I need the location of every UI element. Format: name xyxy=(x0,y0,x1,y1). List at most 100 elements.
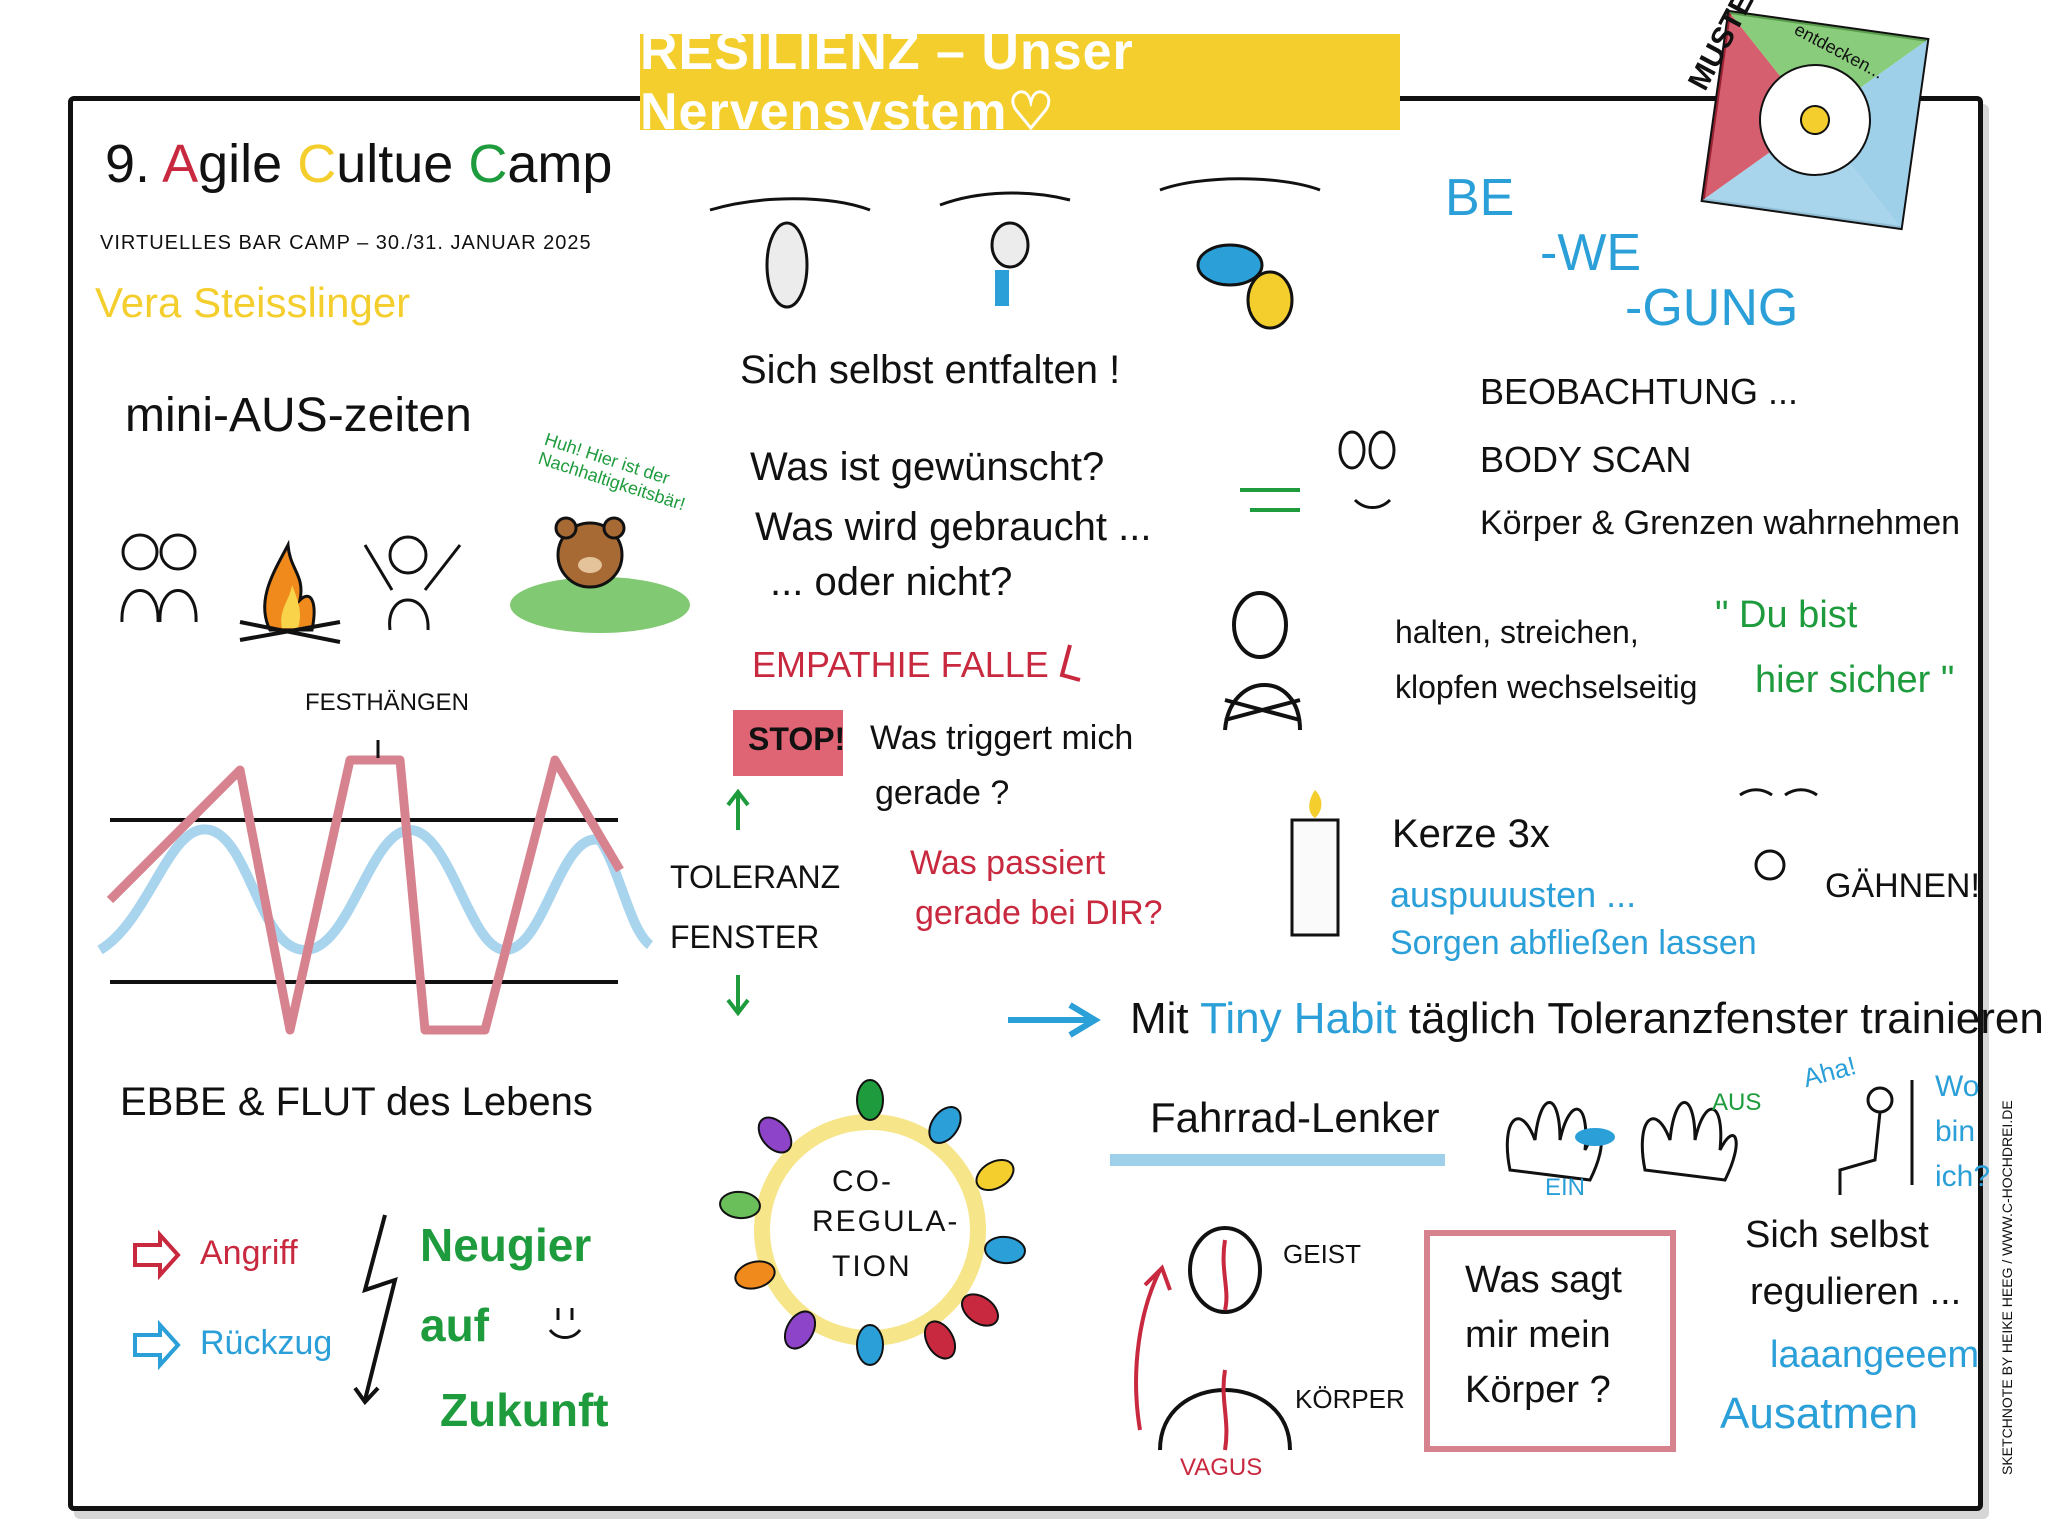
lightning-down-icon xyxy=(353,1214,398,1406)
empathie-falle-heading: EMPATHIE FALLE xyxy=(752,644,1049,685)
speaker-name: Vera Steisslinger xyxy=(95,279,411,326)
toleranz-label-1: TOLERANZ xyxy=(670,859,841,895)
bewegung-gung: -GUNG xyxy=(1625,279,1799,337)
trigger-line-1: Was triggert mich xyxy=(870,719,1134,757)
bear-icon xyxy=(510,516,690,633)
regulieren-line-1: Sich selbst xyxy=(1745,1214,1929,1256)
kerze-label: Kerze 3x xyxy=(1392,812,1550,856)
event-initial-c1: C xyxy=(297,134,337,194)
title-banner: RESILIENZ – Unser Nervensystem♡ xyxy=(640,23,1400,141)
tiny-habit-line: Mit Tiny Habit täglich Toleranzfenster t… xyxy=(1130,994,2044,1043)
vagus-label: VAGUS xyxy=(1180,1454,1263,1481)
stop-label: STOP! xyxy=(748,721,846,757)
event-title: 9. Agile Cultue Camp xyxy=(105,134,613,194)
geist-label: GEIST xyxy=(1283,1239,1362,1269)
koerper-label: KÖRPER xyxy=(1295,1384,1405,1414)
fahrrad-lenker-label: Fahrrad-Lenker xyxy=(1150,1094,1440,1141)
tiny-habit-pre: Mit xyxy=(1130,994,1189,1043)
coregulation-line-2: REGULA- xyxy=(812,1205,960,1238)
stop-box xyxy=(733,710,843,776)
butterfly-icon xyxy=(1196,243,1294,330)
outline-arrow-icon xyxy=(133,1229,181,1371)
face-icon xyxy=(1338,430,1396,509)
cheering-person-icon xyxy=(363,535,462,631)
neugier-line-2: auf xyxy=(420,1299,489,1351)
ebbe-flut-heading: EBBE & FLUT des Lebens xyxy=(120,1080,593,1124)
extreme-wave xyxy=(106,755,624,1035)
hands-icon xyxy=(1505,1101,1738,1182)
event-initial-c2: C xyxy=(468,134,508,194)
cocoon-icon xyxy=(709,177,1321,309)
wo-line-1: Wo xyxy=(1935,1070,1980,1103)
sagt-line-2: mir mein xyxy=(1465,1314,1611,1356)
sketchnote-paper xyxy=(68,96,1983,1511)
beobachtung-label: BEOBACHTUNG ... xyxy=(1480,371,1799,412)
tiny-habit-post: täglich Toleranzfenster trainieren xyxy=(1408,994,2044,1043)
arrow-right-icon xyxy=(1008,1002,1101,1038)
trigger-line-2: gerade ? xyxy=(875,774,1010,812)
event-initial-a: A xyxy=(162,134,199,194)
bewegung-we: -WE xyxy=(1540,224,1642,282)
vagus-figure-icon xyxy=(1158,1226,1292,1451)
regulieren-line-2: regulieren ... xyxy=(1750,1271,1962,1313)
hugging-person-icon xyxy=(1223,591,1302,731)
body-scan-label: BODY SCAN xyxy=(1480,439,1692,480)
regulieren-line-3: laaangeeem xyxy=(1770,1334,1980,1376)
sitting-person-icon xyxy=(1838,1080,1914,1195)
arrow-down-icon xyxy=(726,975,750,1017)
muster-flower-icon xyxy=(1700,9,1930,231)
wo-line-3: ich? xyxy=(1935,1160,1991,1193)
candle-icon xyxy=(1290,790,1340,937)
halten-line-2: klopfen wechselseitig xyxy=(1395,669,1698,705)
page-title: RESILIENZ – Unser Nervensystem♡ xyxy=(640,23,1134,141)
event-word-camp: amp xyxy=(507,134,613,194)
question-1: Was ist gewünscht? xyxy=(750,445,1105,489)
question-3: ... oder nicht? xyxy=(770,560,1013,604)
wo-line-2: bin xyxy=(1935,1115,1976,1148)
aus-label: AUS xyxy=(1712,1089,1762,1116)
exchange-arrows-icon xyxy=(1240,488,1300,512)
angriff-label: Angriff xyxy=(200,1234,298,1272)
event-subtitle: VIRTUELLES BAR CAMP – 30./31. JANUAR 202… xyxy=(100,232,592,254)
neugier-line-3: Zukunft xyxy=(440,1384,609,1436)
tiny-habit-highlight: Tiny Habit xyxy=(1200,994,1397,1043)
sicher-line-1: " Du bist xyxy=(1715,594,1858,636)
toleranz-label-2: FENSTER xyxy=(670,919,820,955)
sagt-line-1: Was sagt xyxy=(1465,1259,1622,1301)
koerper-grenzen-label: Körper & Grenzen wahrnehmen xyxy=(1480,504,1961,542)
yawning-face-icon xyxy=(1739,788,1818,881)
sicher-line-2: hier sicher " xyxy=(1755,659,1955,701)
halten-line-1: halten, streichen, xyxy=(1395,614,1639,650)
rueckzug-label: Rückzug xyxy=(200,1324,333,1362)
event-word-culture: ultue xyxy=(336,134,454,194)
auspusten-label: auspuuusten ... xyxy=(1390,874,1637,915)
entfalten-heading: Sich selbst entfalten ! xyxy=(740,348,1121,392)
festhaengen-label: FESTHÄNGEN xyxy=(305,689,470,716)
people-icon xyxy=(120,533,198,623)
sorgen-label: Sorgen abfließen lassen xyxy=(1390,924,1757,962)
gaehnen-label: GÄHNEN! xyxy=(1825,867,1980,905)
sagt-line-3: Körper ? xyxy=(1465,1369,1611,1411)
smiley-icon xyxy=(548,1308,582,1339)
question-2: Was wird gebraucht ... xyxy=(755,505,1152,549)
regulieren-line-4: Ausatmen xyxy=(1720,1389,1919,1438)
coregulation-line-1: CO- xyxy=(832,1165,893,1198)
lightning-icon xyxy=(1059,644,1081,682)
event-number: 9. xyxy=(105,134,151,194)
coregulation-line-3: TION xyxy=(832,1250,912,1283)
arrow-up-icon xyxy=(726,788,750,830)
koerper-question-box xyxy=(1424,1230,1676,1452)
neugier-line-1: Neugier xyxy=(420,1219,592,1271)
passiert-line-2: gerade bei DIR? xyxy=(915,894,1163,932)
ein-label: EIN xyxy=(1545,1174,1586,1201)
calm-wave xyxy=(97,824,654,956)
coregulation-people-icon xyxy=(719,1079,1026,1366)
mini-aus-zeiten-heading: mini-AUS-zeiten xyxy=(125,389,472,442)
vagus-arrow-icon xyxy=(1134,1264,1172,1431)
passiert-line-1: Was passiert xyxy=(910,844,1106,882)
bewegung-be: BE xyxy=(1445,169,1515,227)
event-word-agile: gile xyxy=(198,134,283,194)
campfire-icon xyxy=(239,539,341,644)
sketchnote-credit: SKETCHNOTE BY HEIKE HEEG / WWW.C-HOCHDRE… xyxy=(1999,1100,2015,1475)
